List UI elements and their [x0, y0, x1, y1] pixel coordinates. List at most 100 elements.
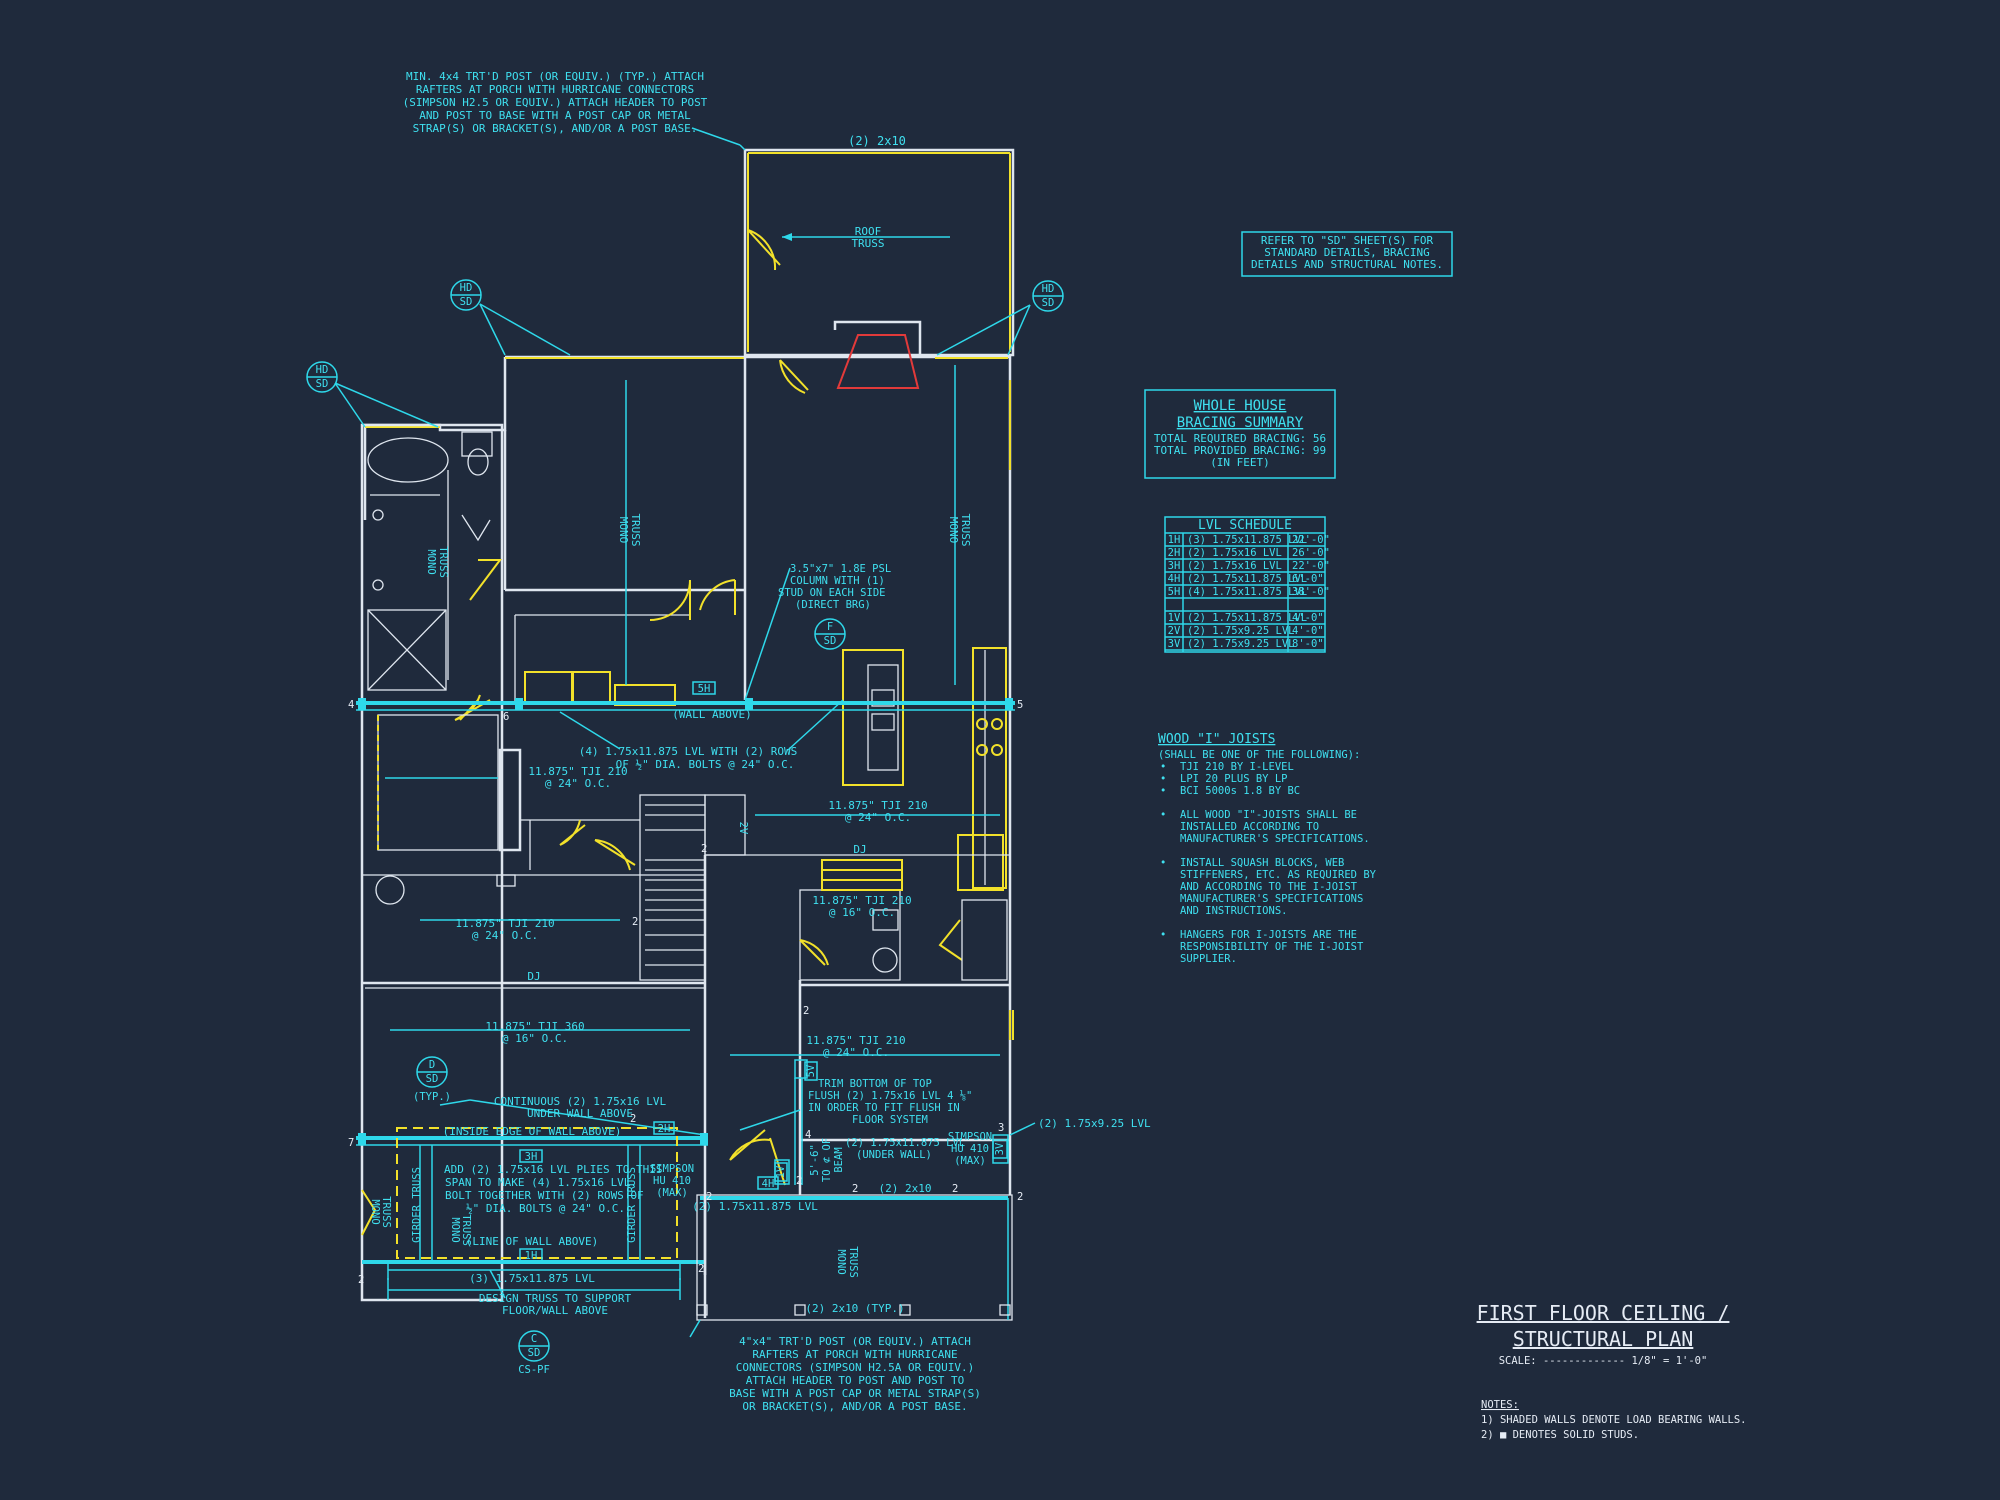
drawing-title-line2: STRUCTURAL PLAN	[1513, 1327, 1694, 1351]
svg-text:2: 2	[698, 1263, 704, 1275]
svg-text:CONTINUOUS (2) 1.75x16 LVL: CONTINUOUS (2) 1.75x16 LVL	[494, 1095, 667, 1108]
bracing-summary-box	[1144, 389, 1336, 479]
lvl-schedule-cell: 4'-0"	[1292, 612, 1324, 624]
svg-text:OR BRACKET(S), AND/OR A POST B: OR BRACKET(S), AND/OR A POST BASE.	[742, 1400, 967, 1413]
svg-text:CONNECTORS (SIMPSON H2.5A OR E: CONNECTORS (SIMPSON H2.5A OR EQUIV.)	[736, 1361, 974, 1374]
svg-text:ATTACH HEADER TO POST AND POST: ATTACH HEADER TO POST AND POST TO	[746, 1374, 965, 1387]
svg-text:INSTALL SQUASH BLOCKS, WEB: INSTALL SQUASH BLOCKS, WEB	[1180, 857, 1344, 869]
grid-numbers: 4 5 7 3 2 2 6 2 2 2 4 2 2 2 2 2 2	[348, 699, 1023, 1286]
lvl-bolts-note-line1: (4) 1.75x11.875 LVL WITH (2) ROWS	[579, 745, 798, 758]
svg-text:2: 2	[796, 1175, 802, 1187]
bracing-summary: WHOLE HOUSE BRACING SUMMARY TOTAL REQUIR…	[1154, 398, 1326, 469]
lvl-schedule-cell: (2) 1.75x11.875 LVL	[1187, 573, 1307, 585]
svg-text:AND ACCORDING TO THE I-JOIST: AND ACCORDING TO THE I-JOIST	[1180, 881, 1358, 893]
simpson-right-note: SIMPSON HU 410 (MAX)	[948, 1131, 992, 1167]
svg-text:SD: SD	[824, 635, 837, 647]
callout-hd-sd-right: HD SD	[1032, 280, 1064, 312]
svg-text:(2) 1.75x11.875 LVL: (2) 1.75x11.875 LVL	[845, 1137, 965, 1149]
roof-truss-label-line2: TRUSS	[851, 237, 884, 250]
svg-text:(TYP.): (TYP.)	[413, 1091, 451, 1103]
mono-truss-label: TRUSS	[847, 1246, 859, 1278]
svg-text:1) SHADED WALLS DENOTE LOAD BE: 1) SHADED WALLS DENOTE LOAD BEARING WALL…	[1481, 1414, 1747, 1426]
svg-text:(MAX): (MAX)	[656, 1187, 688, 1199]
svg-text:7: 7	[348, 1137, 354, 1149]
tag-5v: 5V	[805, 1064, 817, 1077]
lvl-schedule-cell: 6'-0"	[1292, 573, 1324, 585]
svg-text:DESIGN TRUSS TO SUPPORT: DESIGN TRUSS TO SUPPORT	[479, 1292, 632, 1305]
svg-text:CS-PF: CS-PF	[518, 1364, 550, 1376]
svg-text:SIMPSON: SIMPSON	[948, 1131, 992, 1143]
lvl-schedule-cell: (4) 1.75x11.875 LVL	[1187, 586, 1307, 598]
svg-text:•: •	[1160, 761, 1166, 773]
design-truss-note: DESIGN TRUSS TO SUPPORT FLOOR/WALL ABOVE	[479, 1292, 632, 1317]
porch-post-note-top: MIN. 4x4 TRT'D POST (OR EQUIV.) (TYP.) A…	[403, 70, 708, 135]
svg-text:SD: SD	[460, 296, 473, 308]
lvl-schedule-cell: 2V	[1168, 625, 1181, 637]
svg-text:2: 2	[632, 916, 638, 928]
tji-1-line2: @ 24" O.C.	[545, 777, 611, 790]
refer-sd-note-box	[1241, 231, 1453, 277]
lvl-schedule-cell: 1V	[1168, 612, 1181, 624]
lvl-schedule-cell: 8'-0"	[1292, 638, 1324, 650]
lvl-schedule-cell: (2) 1.75x9.25 LVL	[1187, 638, 1294, 650]
svg-text:SD: SD	[1042, 297, 1055, 309]
svg-text:HD: HD	[460, 282, 473, 294]
lvl-schedule-cell: 5H	[1168, 586, 1181, 598]
mono-truss-label: TRUSS	[629, 513, 642, 546]
svg-text:RESPONSIBILITY OF THE I-JOIST: RESPONSIBILITY OF THE I-JOIST	[1180, 941, 1364, 953]
to-beam-note: 5'-6" TO ⊄ OF BEAM	[809, 1138, 845, 1182]
girder-truss-label: GIRDER TRUSS	[626, 1167, 638, 1243]
lvl-2-below-label: (2) 1.75x11.875 LVL	[692, 1200, 818, 1213]
svg-text:2: 2	[358, 1274, 364, 1286]
svg-text:RAFTERS AT PORCH WITH HURRICAN: RAFTERS AT PORCH WITH HURRICANE CONNECTO…	[416, 83, 694, 96]
svg-text:WOOD "I" JOISTS: WOOD "I" JOISTS	[1158, 732, 1275, 747]
svg-text:(SIMPSON H2.5 OR EQUIV.) ATTAC: (SIMPSON H2.5 OR EQUIV.) ATTACH HEADER T…	[403, 96, 708, 109]
svg-text:IN ORDER TO FIT FLUSH IN: IN ORDER TO FIT FLUSH IN	[808, 1102, 960, 1114]
tag-2h: 2H	[658, 1123, 671, 1135]
svg-text:NOTES:: NOTES:	[1481, 1399, 1519, 1411]
lvl-schedule-cell: 1H	[1168, 534, 1181, 546]
lvl-schedule-cell: 2H	[1168, 547, 1181, 559]
svg-text:HU 410: HU 410	[653, 1175, 691, 1187]
dj-label-lower: DJ	[527, 970, 540, 983]
svg-text:COLUMN WITH (1): COLUMN WITH (1)	[790, 575, 885, 587]
svg-text:ADD (2) 1.75x16 LVL PLIES TO T: ADD (2) 1.75x16 LVL PLIES TO THIS	[444, 1163, 663, 1176]
svg-text:2) ■ DENOTES SOLID STUDS.: 2) ■ DENOTES SOLID STUDS.	[1481, 1429, 1639, 1441]
tag-2v: 2V	[737, 822, 749, 835]
svg-text:F: F	[827, 621, 833, 633]
tag-3v-box	[992, 1139, 1008, 1159]
lvl-schedule-cell: 22'-0"	[1292, 560, 1330, 572]
callout-f-sd: F SD	[814, 618, 846, 650]
lvl-schedule-cell: 26'-0"	[1292, 547, 1330, 559]
tag-3h: 3H	[525, 1151, 538, 1163]
svg-text:(MAX): (MAX)	[954, 1155, 986, 1167]
tji-2-line2: @ 24" O.C.	[845, 811, 911, 824]
svg-text:STIFFENERS, ETC. AS REQUIRED B: STIFFENERS, ETC. AS REQUIRED BY	[1180, 869, 1377, 881]
lvl-schedule-cell: 4H	[1168, 573, 1181, 585]
mono-truss-label: MONO	[425, 549, 437, 574]
tag-3v: 3V	[994, 1142, 1006, 1155]
mono-truss-label: MONO	[449, 1217, 461, 1242]
svg-text:UNDER WALL ABOVE: UNDER WALL ABOVE	[527, 1107, 633, 1120]
svg-text:SD: SD	[528, 1347, 541, 1359]
general-notes: NOTES: 1) SHADED WALLS DENOTE LOAD BEARI…	[1481, 1399, 1747, 1441]
lvl-3-label: (3) 1.75x11.875 LVL	[469, 1272, 595, 1285]
svg-text:FLOOR SYSTEM: FLOOR SYSTEM	[852, 1114, 928, 1126]
mono-truss-label: TRUSS	[460, 1214, 472, 1246]
lvl-schedule-cell: (2) 1.75x9.25 LVL	[1187, 625, 1294, 637]
svg-text:½" DIA. BOLTS @ 24" O.C.: ½" DIA. BOLTS @ 24" O.C.	[466, 1202, 625, 1215]
svg-text:2: 2	[630, 1113, 636, 1125]
tag-4h: 4H	[762, 1178, 775, 1190]
svg-text:BEAM: BEAM	[833, 1147, 845, 1172]
svg-text:2: 2	[852, 1183, 858, 1195]
svg-text:2: 2	[706, 1191, 712, 1203]
inside-edge-of-wall-above	[396, 1127, 678, 1259]
tji-6-line1: 11.875" TJI 210	[806, 1034, 905, 1047]
under-wall-note: (2) 1.75x11.875 LVL (UNDER WALL)	[845, 1137, 965, 1161]
tji-1-line1: 11.875" TJI 210	[528, 765, 627, 778]
mono-truss-label: MONO	[835, 1249, 847, 1274]
svg-text:6: 6	[503, 711, 509, 723]
svg-text:STUD ON EACH SIDE: STUD ON EACH SIDE	[778, 587, 885, 599]
mono-truss-label: MONO	[369, 1199, 381, 1224]
